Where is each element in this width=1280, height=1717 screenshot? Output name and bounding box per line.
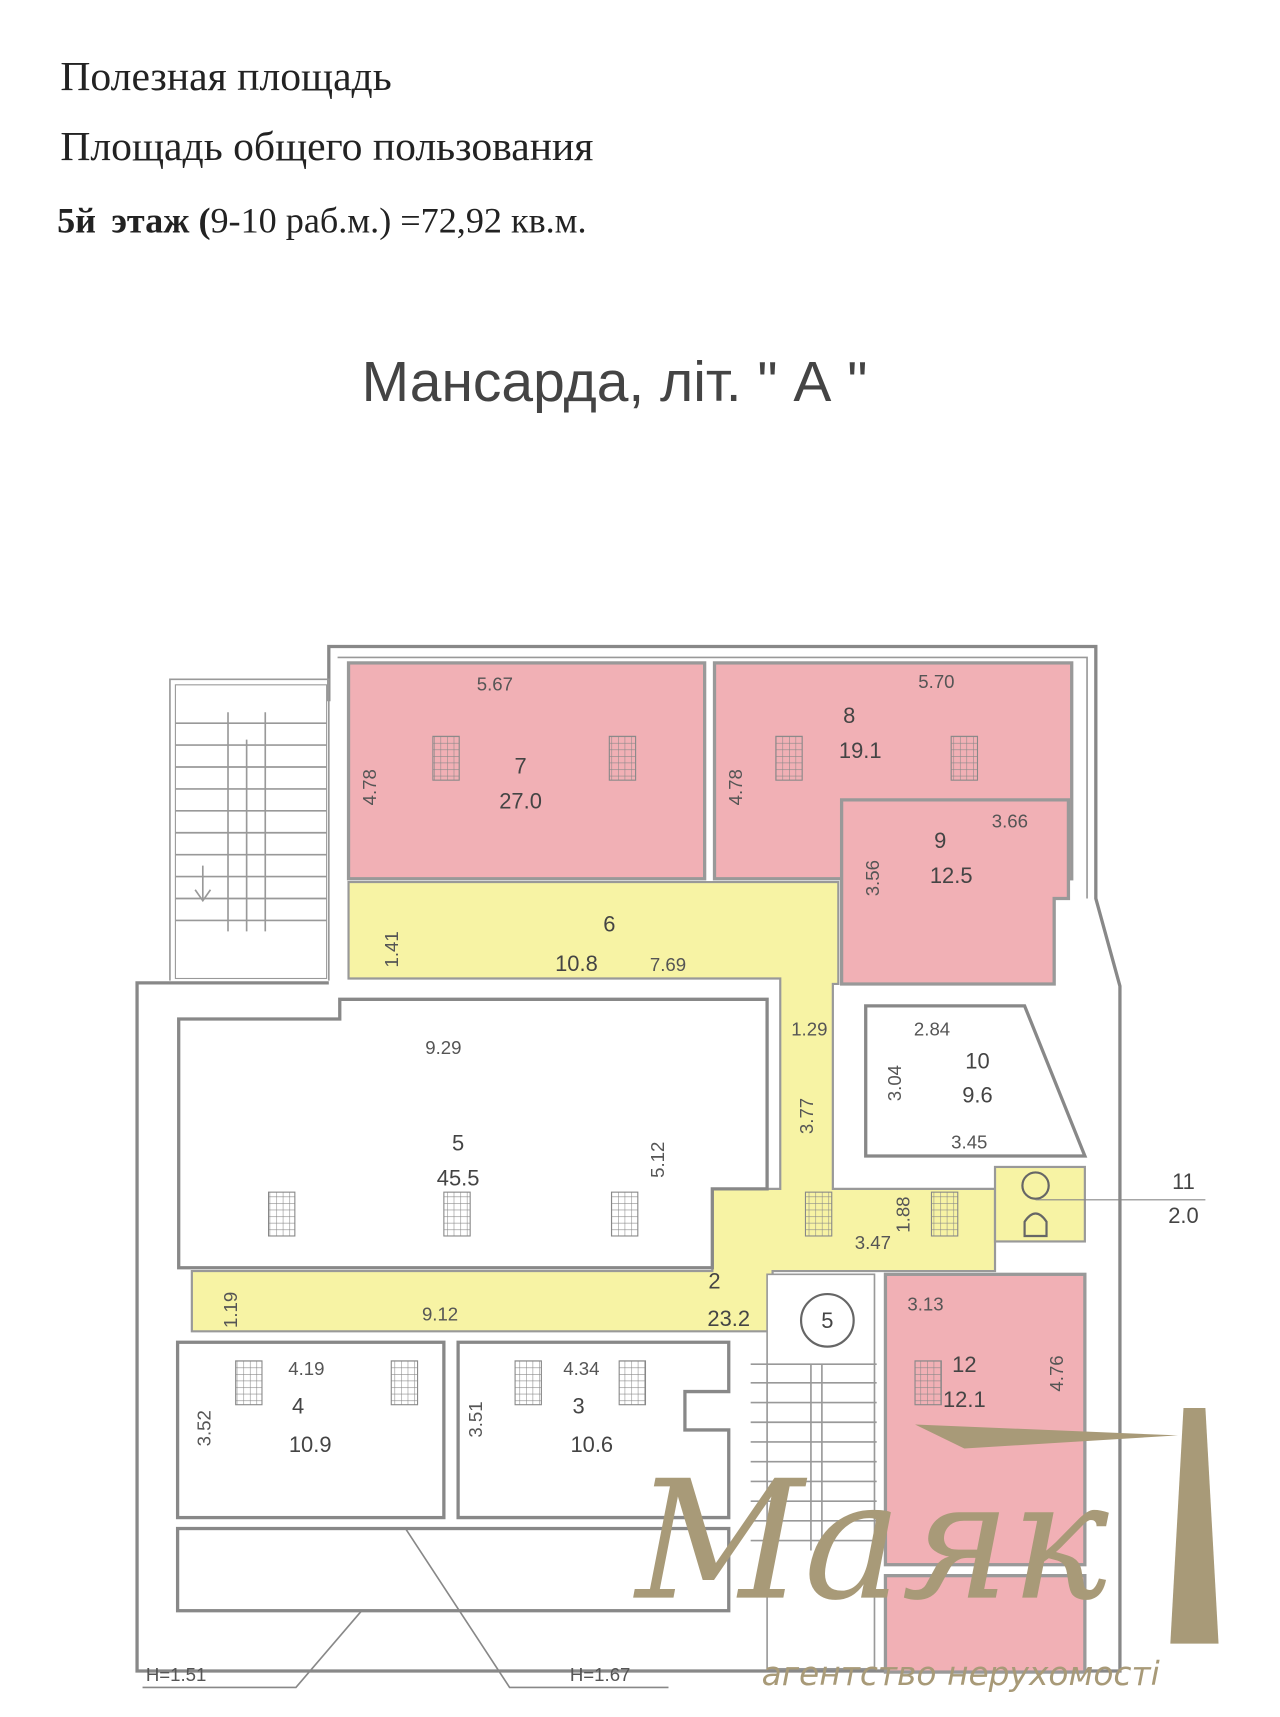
- room-6-length: 7.69: [650, 954, 686, 975]
- height-label-1: H=1.51: [146, 1664, 207, 1685]
- room-7-width: 5.67: [477, 673, 513, 694]
- room-3-number: 3: [573, 1393, 585, 1418]
- room-12-height: 4.76: [1046, 1355, 1067, 1391]
- room-5-number: 5: [452, 1131, 464, 1156]
- room-2-hall-width: 3.47: [855, 1232, 891, 1253]
- room-3-height: 3.51: [465, 1401, 486, 1437]
- room-9-width: 3.66: [992, 810, 1028, 831]
- room-8-number: 8: [843, 703, 855, 728]
- room-9-number: 9: [934, 828, 946, 853]
- lighthouse-icon: [1170, 1408, 1219, 1644]
- room-5: [177, 997, 769, 1270]
- room-8-width: 5.70: [918, 671, 954, 692]
- logo-tagline: агентство нерухомості: [762, 1654, 1160, 1693]
- room-12-number: 12: [952, 1352, 976, 1377]
- room-11-area: 2.0: [1168, 1203, 1198, 1228]
- room-4-height: 3.52: [193, 1410, 214, 1446]
- staircase-upper: [174, 684, 328, 980]
- room-2-hall-height: 1.88: [893, 1196, 914, 1232]
- height-label-2: H=1.67: [570, 1664, 631, 1685]
- room-5-width: 9.29: [425, 1037, 461, 1058]
- room-9-height: 3.56: [862, 860, 883, 896]
- room-7-number: 7: [514, 754, 526, 779]
- plan-title: Мансарда, літ. " А ": [362, 350, 868, 414]
- balcony-strip: [175, 1526, 731, 1613]
- room-10-area: 9.6: [962, 1082, 992, 1107]
- room-4-width: 4.19: [288, 1358, 324, 1379]
- height-markers: [142, 1528, 669, 1689]
- room-12-area: 12.1: [943, 1387, 986, 1412]
- room-9: [839, 798, 1071, 986]
- toilet-icon: [1021, 1171, 1050, 1238]
- room-8-height: 4.78: [725, 769, 746, 805]
- room-6-number: 6: [603, 911, 615, 936]
- logo-name: Маяк: [633, 1445, 1110, 1637]
- room-7-area: 27.0: [499, 789, 542, 814]
- room-3-area: 10.6: [570, 1432, 613, 1457]
- floor-summary: 5й этаж (9-10 раб.м.) =72,92 кв.м.: [57, 200, 587, 240]
- room-5-area: 45.5: [437, 1166, 480, 1191]
- room-2-area: 23.2: [707, 1306, 750, 1331]
- stair-marker-label: 5: [821, 1308, 833, 1333]
- window-icons: [235, 735, 979, 1406]
- common-area-label: Площадь общего пользования: [60, 124, 593, 170]
- room-11-wc: [993, 1165, 1086, 1243]
- room-4-number: 4: [292, 1393, 304, 1418]
- floor-summary-bold-1: 5й: [57, 200, 96, 240]
- room-9-area: 12.5: [930, 863, 973, 888]
- room-10-height: 3.04: [884, 1065, 905, 1101]
- room-2-corridor-width: 1.29: [791, 1018, 827, 1039]
- room-11-number: 11: [1172, 1169, 1195, 1194]
- room-7: [346, 661, 707, 881]
- room-12-width: 3.13: [907, 1293, 943, 1314]
- room-7-height: 4.78: [359, 769, 380, 805]
- room-2-length: 9.12: [422, 1303, 458, 1324]
- room-6-area: 10.8: [555, 951, 598, 976]
- room-6-width: 1.41: [381, 931, 402, 967]
- room-8-area: 19.1: [839, 738, 882, 763]
- useful-area-label: Полезная площадь: [60, 54, 391, 100]
- room-2-number: 2: [708, 1269, 720, 1294]
- mayak-logo: Маяк агентство нерухомості: [633, 1408, 1219, 1693]
- room-2-width: 1.19: [220, 1292, 241, 1328]
- room-2-corridor-length: 3.77: [796, 1098, 817, 1134]
- room-10-bottom: 3.45: [951, 1131, 987, 1152]
- room-10-number: 10: [965, 1048, 989, 1073]
- room-10: [864, 1004, 1088, 1158]
- room-4-area: 10.9: [289, 1432, 332, 1457]
- room-3-width: 4.34: [563, 1358, 599, 1379]
- building-outline: [135, 644, 1122, 1673]
- room-labels: 7 27.0 5.67 4.78 8 19.1 5.70 4.78 9 12.5…: [193, 671, 1206, 1457]
- floor-summary-rest: 9-10 раб.м.) =72,92 кв.м.: [210, 200, 586, 240]
- room-5-height: 5.12: [647, 1142, 668, 1178]
- floor-summary-bold-2: этаж (: [111, 200, 210, 240]
- room-10-width: 2.84: [914, 1018, 950, 1039]
- room-12: [883, 1272, 1087, 1567]
- staircase-lower: [750, 1273, 877, 1670]
- stair-marker: [799, 1292, 855, 1348]
- room-12-annex: [883, 1574, 1087, 1674]
